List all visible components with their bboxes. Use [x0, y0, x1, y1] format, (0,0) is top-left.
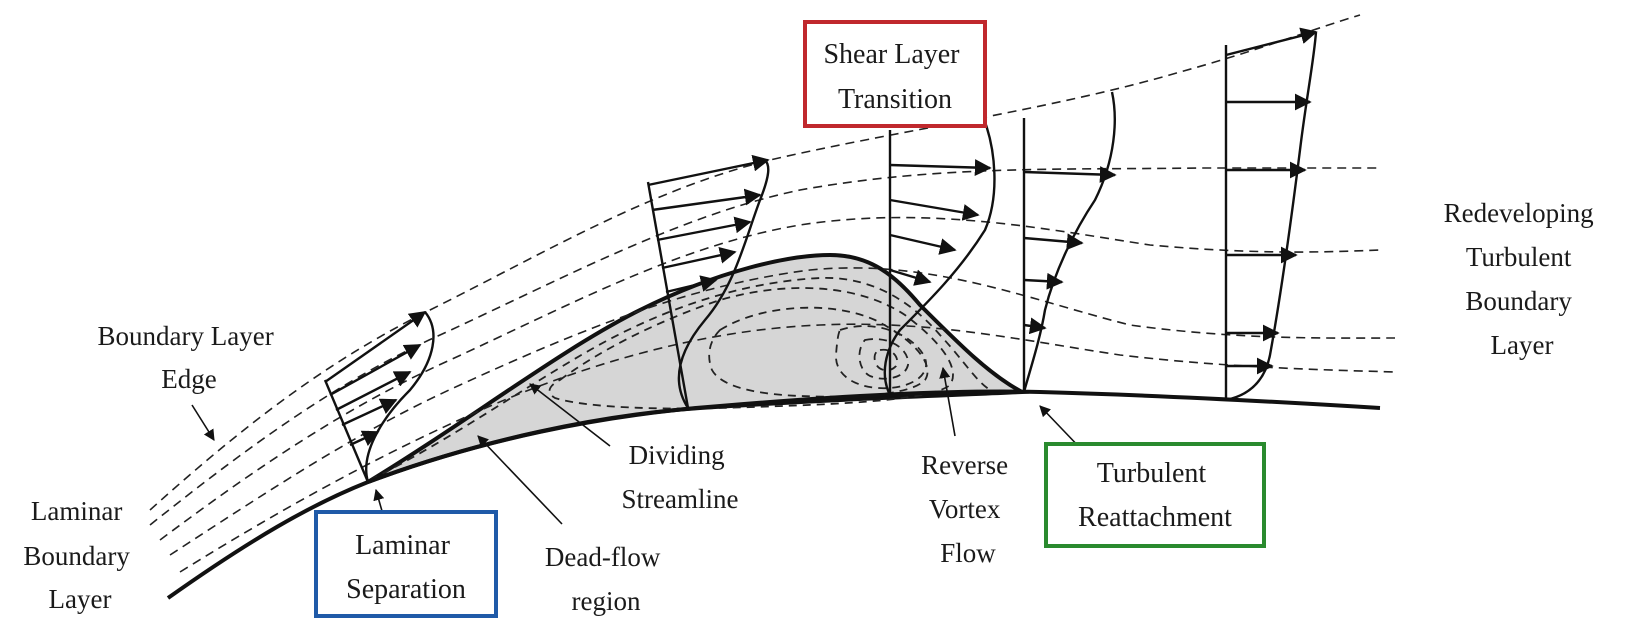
streamline [159, 216, 1381, 541]
velocity-profile-4 [1022, 91, 1117, 393]
vortex-contour [835, 325, 928, 390]
vortex-contour [873, 348, 898, 372]
dead-flow-region-label: Dead-flow region [545, 542, 667, 616]
velocity-profile-1 [323, 311, 435, 483]
wall-surface [166, 389, 1381, 600]
turbulent-reattachment-box [1044, 442, 1266, 548]
dead-flow-pointer [477, 435, 563, 525]
shear-layer-transition-box [803, 20, 987, 128]
boundary-layer-edge-pointer [191, 404, 215, 441]
dividing-streamline-label: Dividing Streamline [622, 440, 739, 514]
dividing-streamline-pointer [529, 383, 611, 447]
reverse-vortex-flow-label: Reverse Vortex Flow [921, 450, 1015, 568]
velocity-profile-2 [646, 154, 770, 409]
laminar-boundary-layer-label: Laminar Boundary Layer [23, 496, 136, 614]
shear-layer-transition-label: Shear Layer Transition [823, 39, 966, 115]
vortex-contour [548, 287, 954, 410]
streamline [179, 323, 1396, 573]
turbulent-reattachment-label: Turbulent Reattachment [1078, 458, 1232, 533]
vortex-contour [708, 306, 929, 398]
velocity-profile-5 [1224, 27, 1318, 402]
velocity-profile-3 [883, 121, 996, 396]
laminar-separation-box [314, 510, 498, 618]
dead-flow-contour [369, 277, 991, 481]
streamline [149, 14, 1361, 511]
boundary-layer-edge-label: Boundary Layer Edge [98, 321, 281, 394]
redeveloping-turbulent-boundary-layer-label: Redeveloping Turbulent Boundary Layer [1444, 198, 1601, 360]
reverse-vortex-pointer [939, 366, 956, 437]
laminar-separation-label: Laminar Separation [346, 530, 466, 605]
vortex-contour [858, 338, 909, 380]
streamline [149, 167, 1380, 526]
